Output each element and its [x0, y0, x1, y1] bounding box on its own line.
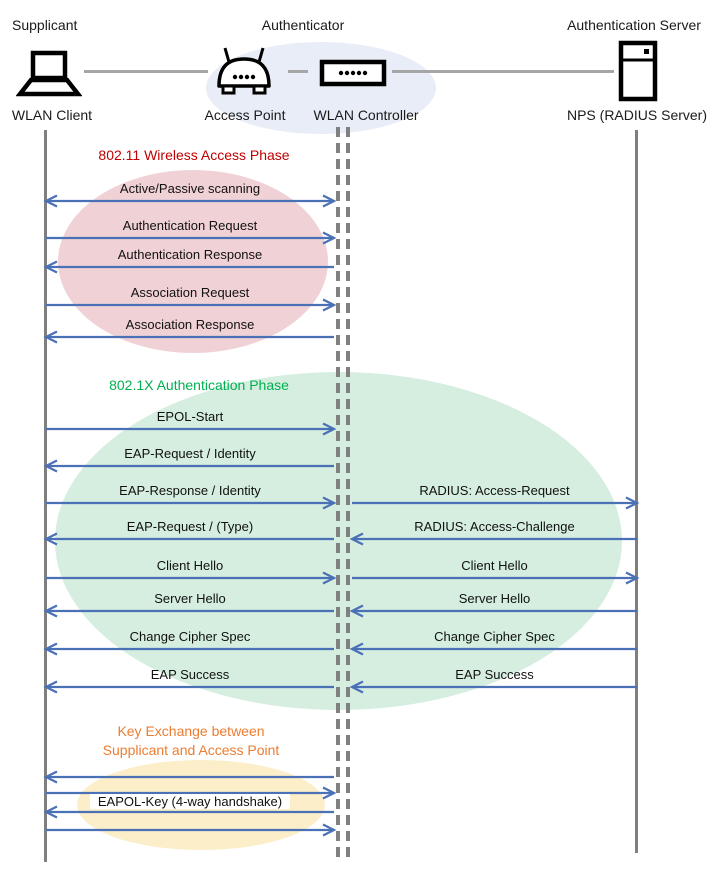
message-label: RADIUS: Access-Challenge	[414, 519, 575, 534]
phase3-title: Key Exchange between Supplicant and Acce…	[46, 722, 336, 760]
server-lifeline	[635, 130, 638, 853]
message-arrow	[349, 532, 637, 546]
laptop-icon	[16, 50, 82, 97]
message-label: Server Hello	[458, 591, 531, 606]
message-label: Client Hello	[156, 558, 224, 573]
message-label: EAP-Request / (Type)	[126, 519, 254, 534]
message-label: Active/Passive scanning	[119, 181, 261, 196]
message-arrow	[46, 231, 337, 245]
message-arrow	[349, 604, 637, 618]
controller-lifeline-right	[346, 127, 350, 857]
message-label: Change Cipher Spec	[434, 629, 555, 644]
message-label: EAP Success	[455, 667, 534, 682]
message-arrow	[46, 496, 337, 510]
access-point-label: Access Point	[204, 107, 286, 123]
message-arrow	[43, 604, 334, 618]
message-arrow	[349, 680, 637, 694]
auth-server-role-label: Authentication Server	[567, 17, 701, 33]
message-arrow	[352, 496, 640, 510]
phase2-title: 802.1X Authentication Phase	[109, 377, 289, 393]
message-arrow	[43, 459, 334, 473]
authenticator-role-label: Authenticator	[261, 17, 345, 33]
message-label: EAPOL-Key (4-way handshake)	[46, 793, 334, 811]
wireless-access-point-icon	[217, 47, 271, 95]
supplicant-role-label: Supplicant	[12, 17, 78, 33]
message-arrow	[43, 532, 334, 546]
message-arrow	[43, 805, 334, 819]
message-label: RADIUS: Access-Request	[419, 483, 570, 498]
message-arrow	[43, 680, 334, 694]
wlan-controller-icon	[319, 59, 387, 87]
message-arrow	[43, 770, 334, 784]
controller-lifeline-left	[336, 127, 340, 857]
connector-line	[392, 70, 614, 73]
wlan-client-label: WLAN Client	[11, 107, 93, 123]
message-arrow	[46, 571, 337, 585]
message-arrow	[43, 642, 334, 656]
message-label: Server Hello	[154, 591, 226, 606]
message-label: Association Response	[125, 317, 255, 332]
message-label: Association Request	[130, 285, 250, 300]
message-arrow	[43, 260, 334, 274]
message-label: Client Hello	[461, 558, 528, 573]
message-arrow	[46, 823, 337, 837]
message-label: Change Cipher Spec	[129, 629, 251, 644]
message-arrow	[46, 298, 337, 312]
message-label: EPOL-Start	[156, 409, 224, 424]
connector-line	[288, 70, 308, 73]
server-icon	[618, 40, 658, 102]
phase3-title-line1: Key Exchange between	[117, 723, 265, 739]
message-arrow	[46, 422, 337, 436]
message-arrow	[43, 194, 337, 208]
message-arrow	[349, 642, 637, 656]
message-arrow	[352, 571, 640, 585]
connector-line	[84, 70, 208, 73]
supplicant-lifeline	[44, 130, 47, 862]
message-label: EAP-Request / Identity	[124, 446, 256, 461]
message-arrow	[43, 330, 334, 344]
message-label: EAP-Response / Identity	[119, 483, 261, 498]
phase3-title-line2: Supplicant and Access Point	[102, 742, 280, 758]
message-arrow	[46, 786, 337, 800]
phase1-title: 802.11 Wireless Access Phase	[98, 147, 290, 163]
message-label: EAP Success	[150, 667, 230, 682]
nps-radius-server-label: NPS (RADIUS Server)	[566, 107, 708, 123]
wlan-controller-label: WLAN Controller	[313, 107, 419, 123]
message-label: Authentication Request	[122, 218, 258, 233]
message-label: Authentication Response	[117, 247, 263, 262]
